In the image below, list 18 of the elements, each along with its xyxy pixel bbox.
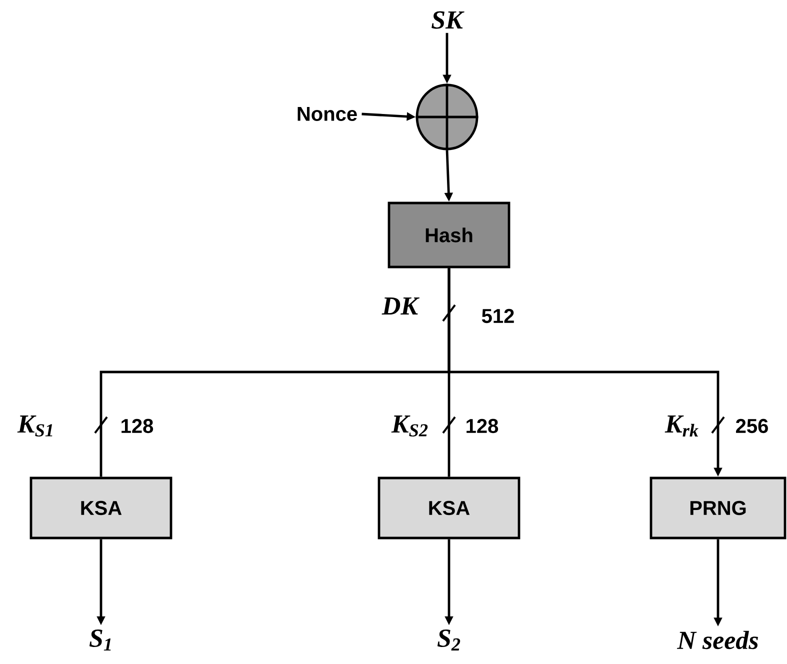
bus-name: K$_{rk}$ [664,415,698,437]
bus-name: K$_{S1}$ [17,416,52,436]
process-box: KSA [378,476,520,540]
signal-label: SK [432,11,464,29]
bit-width: 256 [736,418,768,434]
signal-label: N seeds [676,630,758,650]
process-box: KSA [30,476,172,540]
bus-name: K$_{S2}$ [391,416,428,436]
bit-width: 128 [122,418,154,434]
process-box: Hash [388,202,510,268]
bit-width: 128 [466,418,498,434]
process-box: PRNG [650,476,786,540]
signal-label: S$_{2}$ [437,630,460,650]
xor-circle [416,84,478,150]
signal-label: Nonce [298,107,357,121]
signal-label: S$_{1}$ [89,630,111,650]
bit-width: 512 [482,308,514,324]
bus-name: DK [382,297,420,315]
